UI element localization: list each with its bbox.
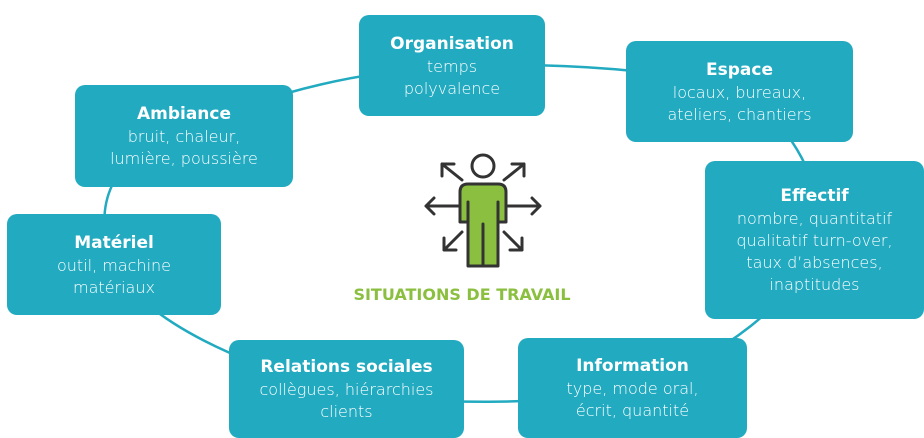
box-effectif-line: qualitatif turn-over, [736,231,893,250]
box-relations-title: Relations sociales [260,357,433,377]
box-effectif: Effectif nombre, quantitatif qualitatif … [705,161,924,319]
box-organisation: Organisation temps polyvalence [359,15,545,116]
box-information-title: Information [576,356,689,376]
box-relations-sociales: Relations sociales collègues, hiérarchie… [229,340,464,438]
box-materiel: Matériel outil, machine matériaux [7,214,221,315]
box-organisation-title: Organisation [390,33,514,54]
box-information-line: écrit, quantité [575,401,690,420]
box-materiel-line: matériaux [73,277,155,297]
box-ambiance-title: Ambiance [136,104,232,124]
box-effectif-line: taux d’absences, [746,253,883,272]
box-espace: Espace locaux, bureaux, ateliers, chanti… [626,41,853,142]
box-espace-line: ateliers, chantiers [667,104,812,124]
box-ambiance: Ambiance bruit, chaleur, lumière, poussi… [75,85,293,187]
box-effectif-line: nombre, quantitatif [736,209,893,228]
center-label: SITUATIONS DE TRAVAIL [353,285,571,304]
box-materiel-title: Matériel [74,232,154,253]
box-organisation-line: temps [426,56,478,76]
box-materiel-line: outil, machine [56,255,172,275]
box-espace-title: Espace [706,59,773,80]
box-organisation-line: polyvalence [403,78,501,98]
box-espace-line: locaux, bureaux, [672,82,807,102]
box-relations-line: collègues, hiérarchies [259,380,434,399]
box-ambiance-line: lumière, poussière [110,149,258,168]
box-relations-line: clients [320,402,373,421]
box-effectif-title: Effectif [780,186,849,206]
box-ambiance-line: bruit, chaleur, [127,127,241,146]
box-information-line: type, mode oral, [566,379,699,398]
box-effectif-line: inaptitudes [769,275,860,294]
person-arrows-icon [424,153,542,268]
box-information: Information type, mode oral, écrit, quan… [518,338,747,438]
